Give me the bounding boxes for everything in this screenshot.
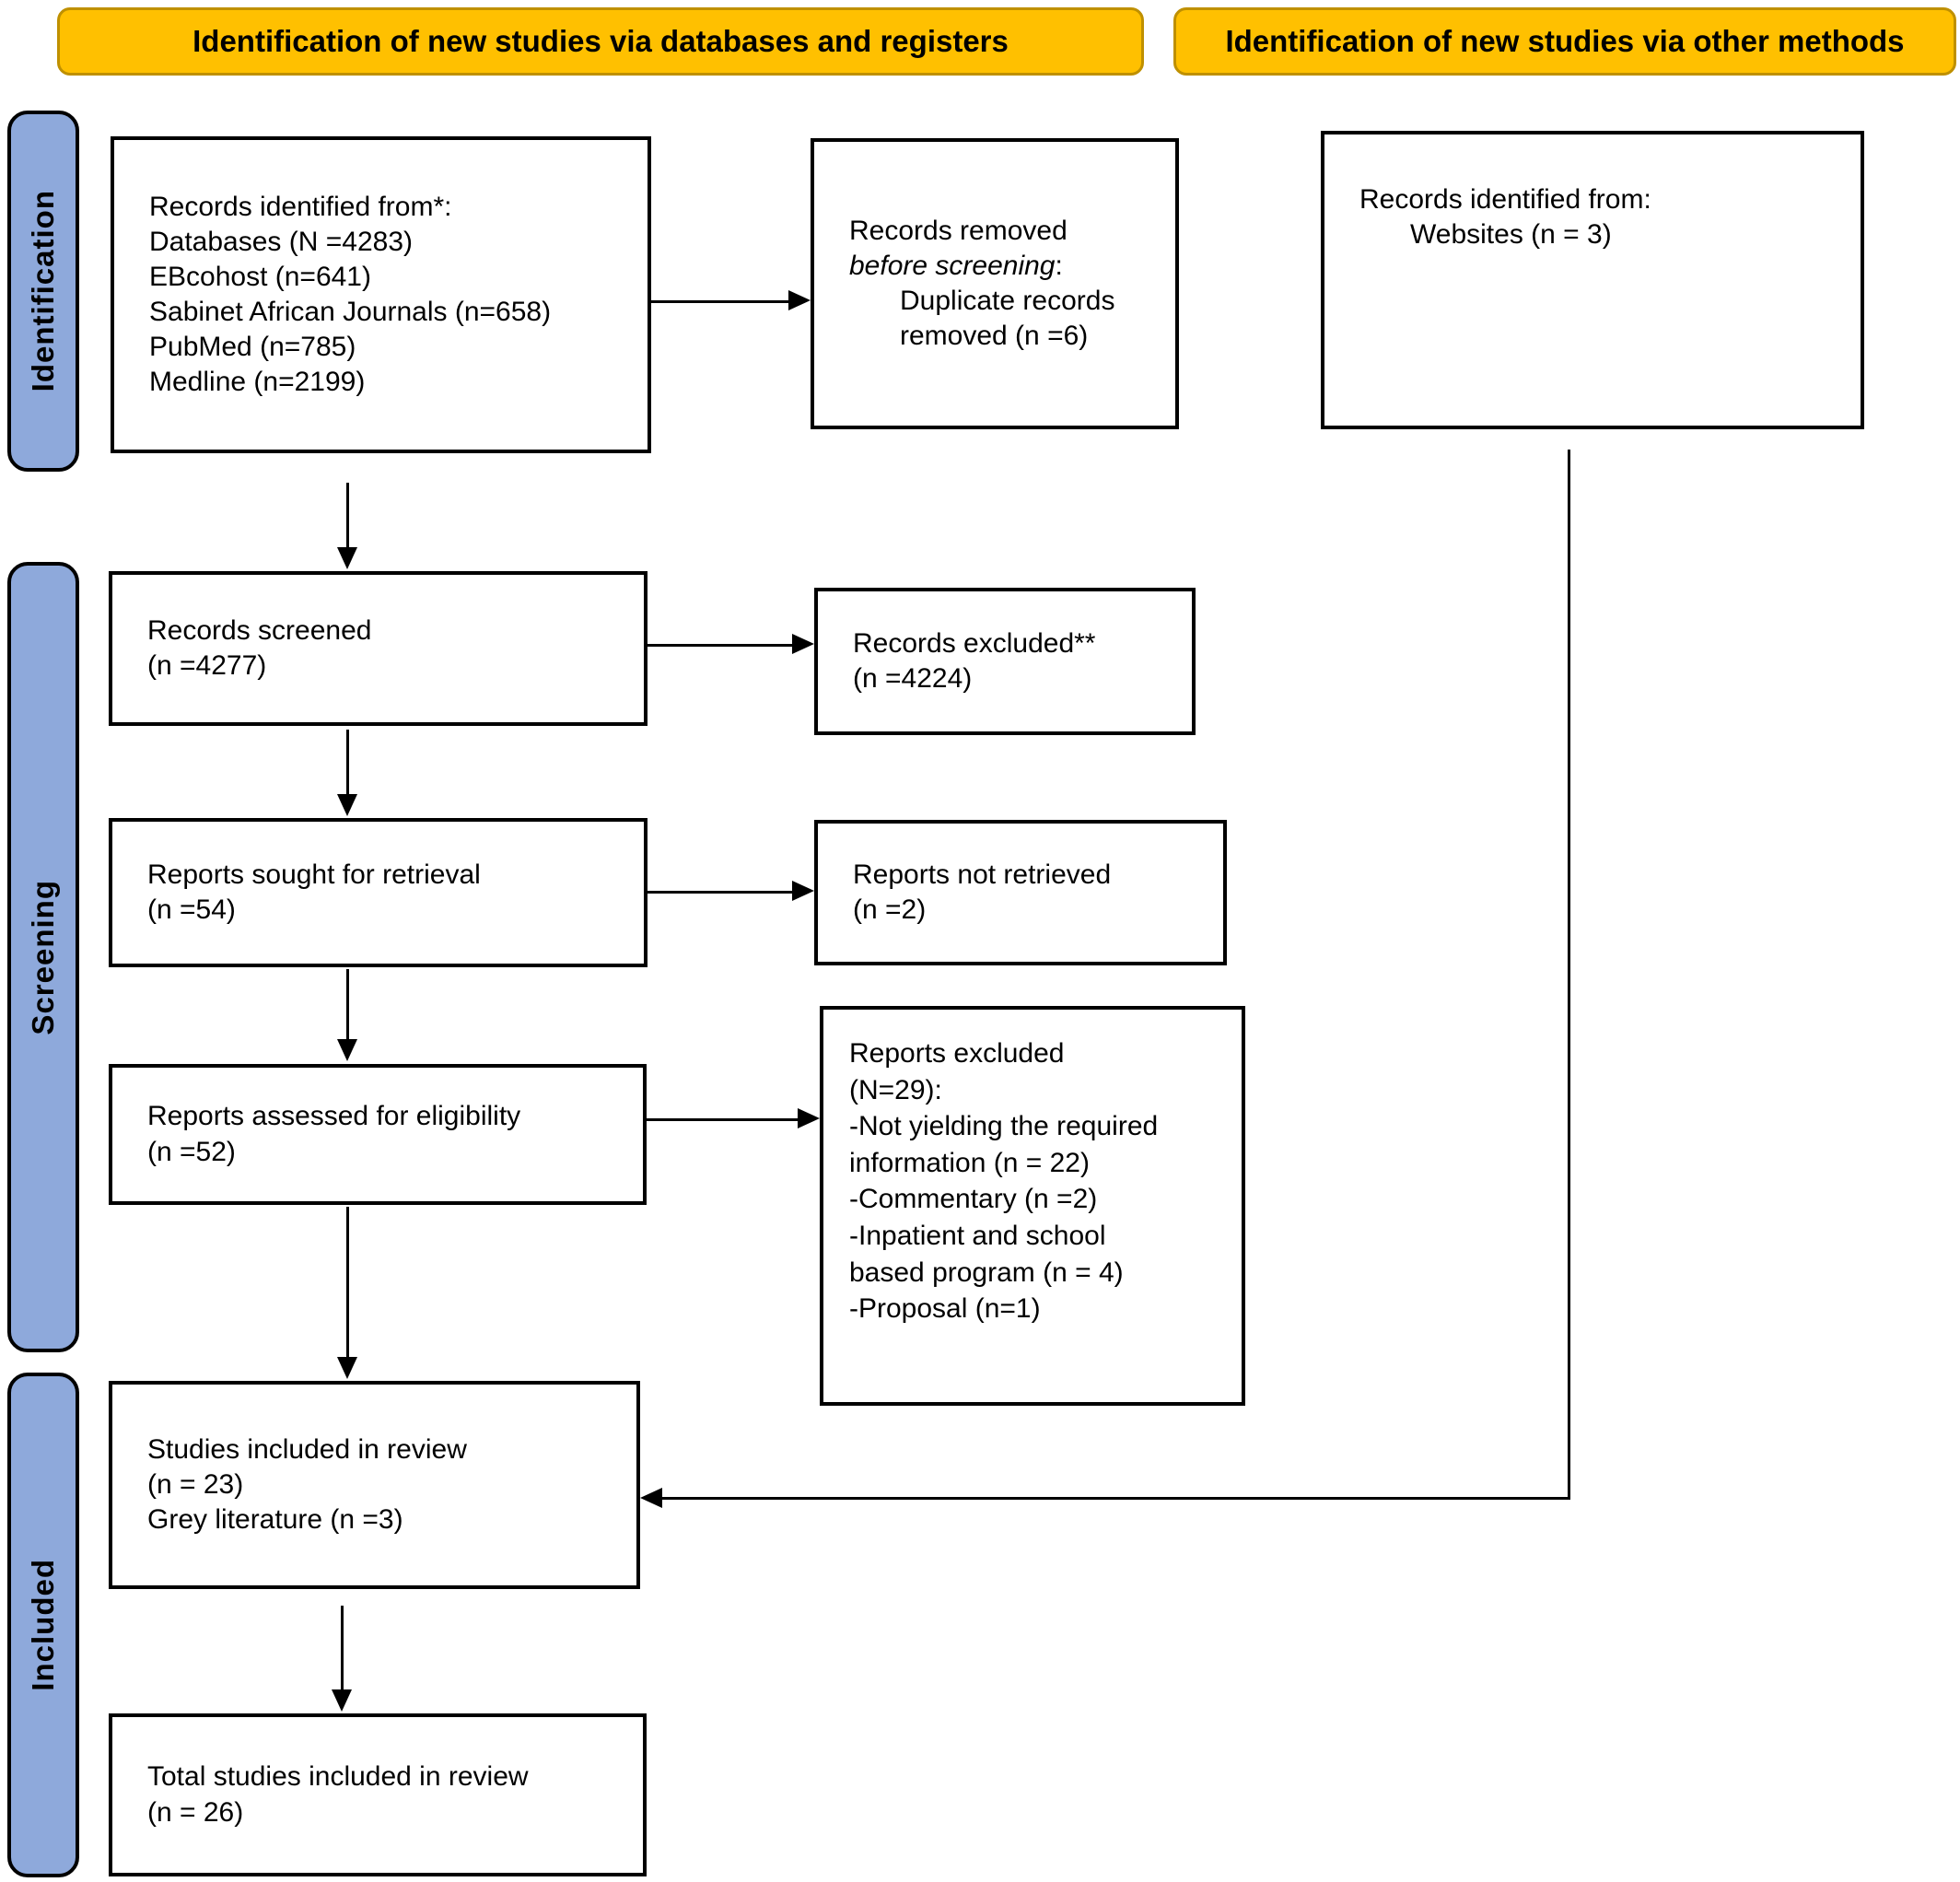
records-identified-text: Records identified from*: Databases (N =…: [149, 191, 552, 398]
connector-websites-vertical: [1568, 450, 1570, 1499]
reports-sought-box: Reports sought for retrieval (n =54): [109, 818, 648, 967]
arrowhead-down-icon: [332, 1689, 352, 1712]
arrowhead-right-icon: [788, 290, 811, 310]
records-removed-text: Records removed before screening: Duplicat…: [814, 214, 1124, 354]
reports-sought-text: Reports sought for retrieval (n =54): [147, 859, 481, 925]
stage-bar-included: Included: [7, 1373, 79, 1877]
arrow-screened-to-sought: [346, 730, 349, 794]
header-other-methods: Identification of new studies via other …: [1173, 7, 1956, 76]
records-removed-line4: removed (n =6): [900, 321, 1089, 352]
stage-bar-identification: Identification: [7, 111, 79, 472]
stage-screening-label: Screening: [26, 879, 60, 1035]
records-identified-websites-text: Records identified from: Websites (n = 3): [1324, 134, 1661, 252]
arrow-sought-to-assessed: [346, 969, 349, 1039]
stage-identification-label: Identification: [26, 190, 60, 392]
total-studies-included-box: Total studies included in review (n = 26…: [109, 1713, 647, 1876]
records-excluded-box: Records excluded** (n =4224): [814, 588, 1196, 735]
arrow-screened-to-excluded: [648, 644, 792, 647]
stage-bar-screening: Screening: [7, 562, 79, 1352]
reports-assessed-text: Reports assessed for eligibility (n =52): [147, 1101, 521, 1167]
records-screened-text: Records screened (n =4277): [147, 614, 372, 681]
studies-included-box: Studies included in review (n = 23) Grey…: [109, 1381, 640, 1589]
arrowhead-down-icon: [337, 547, 357, 569]
arrowhead-right-icon: [798, 1108, 820, 1128]
header-other-methods-label: Identification of new studies via other …: [1225, 24, 1905, 58]
reports-excluded-text: Reports excluded (N=29): -Not yielding t…: [849, 1038, 1159, 1325]
records-removed-box: Records removed before screening: Duplicat…: [811, 138, 1179, 429]
records-removed-line1: Records removed: [849, 215, 1068, 246]
records-removed-line2-italic: before screening: [849, 250, 1056, 281]
websites-line1: Records identified from:: [1359, 184, 1651, 215]
records-identified-websites-box: Records identified from: Websites (n = 3): [1321, 131, 1864, 429]
records-identified-box: Records identified from*: Databases (N =…: [111, 136, 651, 453]
arrowhead-right-icon: [792, 881, 814, 901]
studies-included-text: Studies included in review (n = 23) Grey…: [147, 1433, 467, 1536]
arrow-studies-to-total: [341, 1606, 344, 1689]
records-excluded-text: Records excluded** (n =4224): [853, 627, 1096, 694]
arrowhead-down-icon: [337, 794, 357, 816]
header-databases-registers: Identification of new studies via databa…: [57, 7, 1144, 76]
records-screened-box: Records screened (n =4277): [109, 571, 648, 726]
arrow-identified-to-removed: [651, 300, 788, 303]
connector-websites-horizontal: [662, 1497, 1570, 1500]
arrowhead-down-icon: [337, 1357, 357, 1379]
arrow-identified-to-screened: [346, 483, 349, 547]
total-studies-included-text: Total studies included in review (n = 26…: [147, 1761, 529, 1828]
reports-not-retrieved-text: Reports not retrieved (n =2): [853, 859, 1112, 925]
header-databases-registers-label: Identification of new studies via databa…: [192, 24, 1009, 58]
records-removed-line3: Duplicate records: [900, 286, 1115, 316]
reports-not-retrieved-box: Reports not retrieved (n =2): [814, 820, 1227, 965]
arrow-assessed-to-reports-excluded: [647, 1118, 798, 1121]
reports-assessed-box: Reports assessed for eligibility (n =52): [109, 1064, 647, 1205]
reports-excluded-box: Reports excluded (N=29): -Not yielding t…: [820, 1006, 1245, 1406]
arrow-assessed-to-studies: [346, 1207, 349, 1357]
arrow-sought-to-not-retrieved: [648, 891, 792, 894]
arrowhead-left-icon: [640, 1488, 662, 1508]
websites-line2: Websites (n = 3): [1410, 219, 1612, 251]
arrowhead-right-icon: [792, 634, 814, 654]
stage-included-label: Included: [26, 1559, 60, 1691]
records-removed-line2-colon: :: [1055, 250, 1063, 281]
arrowhead-down-icon: [337, 1039, 357, 1061]
